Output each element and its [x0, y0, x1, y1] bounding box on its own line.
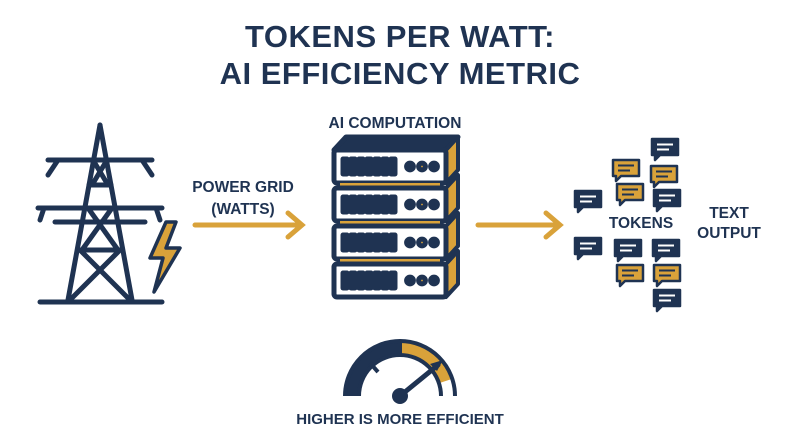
server-vent-slot [340, 156, 350, 177]
watts-text: (WATTS) [211, 201, 275, 218]
server-status-light [416, 198, 428, 211]
server-vent-slot [364, 156, 374, 177]
chat-bubble-icon [615, 263, 645, 288]
output-word: OUTPUT [697, 225, 761, 242]
server-status-light [404, 198, 416, 211]
chat-bubble-icon [650, 137, 680, 162]
chat-bubble-icon [652, 288, 682, 313]
server-status-light [404, 160, 416, 173]
server-vent-slot [380, 232, 390, 253]
server-vent-slot [364, 194, 374, 215]
ai-computation-label: AI COMPUTATION [328, 115, 462, 132]
transmission-tower-icon [35, 122, 165, 305]
server-vent-slot [356, 232, 366, 253]
chat-bubble-icon [651, 238, 681, 263]
server-status-light [404, 236, 416, 249]
server-vent-slot [372, 232, 382, 253]
gauge-tick [368, 361, 380, 374]
server-vent-slot [380, 156, 390, 177]
chat-bubble-icon [652, 263, 682, 288]
power-grid-label: POWER GRID (WATTS) [188, 178, 298, 220]
server-vent-slot [348, 270, 358, 291]
server-vent-slot [388, 156, 398, 177]
server-vent-slot [372, 194, 382, 215]
server-vent-slot [364, 270, 374, 291]
server-vent-slot [388, 270, 398, 291]
server-vent-slot [380, 270, 390, 291]
text-word: TEXT [709, 205, 749, 222]
gauge-caption: HIGHER IS MORE EFFICIENT [296, 411, 504, 428]
title-line-1: TOKENS PER WATT: [245, 19, 555, 54]
server-vent-slot [340, 270, 350, 291]
server-status-light [416, 236, 428, 249]
server-unit [331, 249, 460, 300]
server-vent-slot [372, 270, 382, 291]
server-vent-slot [348, 232, 358, 253]
server-vent-slot [340, 232, 350, 253]
power-flow-arrow [192, 210, 306, 240]
server-vent-slot [356, 194, 366, 215]
server-vent-slot [364, 232, 374, 253]
server-vent-slot [388, 194, 398, 215]
chat-bubble-icon [573, 236, 603, 261]
gauge-arc-navy [345, 341, 401, 397]
server-vent-slot [356, 156, 366, 177]
server-status-light [428, 236, 440, 249]
lightning-bolt-icon [148, 220, 182, 294]
gauge-arc-gold [399, 341, 455, 397]
chat-bubble-icon [573, 189, 603, 214]
server-vent-slot [388, 232, 398, 253]
gauge-needle [397, 362, 441, 399]
server-vent-slot [380, 194, 390, 215]
text-output-label: TEXT OUTPUT [684, 204, 774, 244]
server-status-light [416, 160, 428, 173]
power-grid-text: POWER GRID [192, 179, 294, 196]
gauge-hub [392, 388, 408, 404]
chat-bubble-icon [652, 188, 682, 213]
server-status-light [428, 274, 440, 287]
token-flow-arrow [475, 210, 564, 240]
server-status-light [416, 274, 428, 287]
tokens-label: TOKENS [608, 215, 674, 232]
server-vent-slot [356, 270, 366, 291]
token-bubble-cluster [573, 137, 682, 313]
server-unit [331, 173, 460, 226]
server-status-light [404, 274, 416, 287]
chat-bubble-icon [613, 238, 643, 263]
gauge-needle-tip [430, 360, 443, 371]
title-line-2: AI EFFICIENCY METRIC [219, 56, 581, 91]
server-vent-slot [340, 194, 350, 215]
server-status-light [428, 160, 440, 173]
chat-bubble-icon [615, 182, 645, 207]
efficiency-gauge-icon [343, 339, 457, 404]
server-rack-icon [331, 134, 461, 300]
server-status-light [428, 198, 440, 211]
server-vent-slot [348, 194, 358, 215]
server-vent-slot [372, 156, 382, 177]
chat-bubble-icon [611, 158, 641, 183]
server-vent-slot [348, 156, 358, 177]
chat-bubble-icon [649, 164, 679, 189]
